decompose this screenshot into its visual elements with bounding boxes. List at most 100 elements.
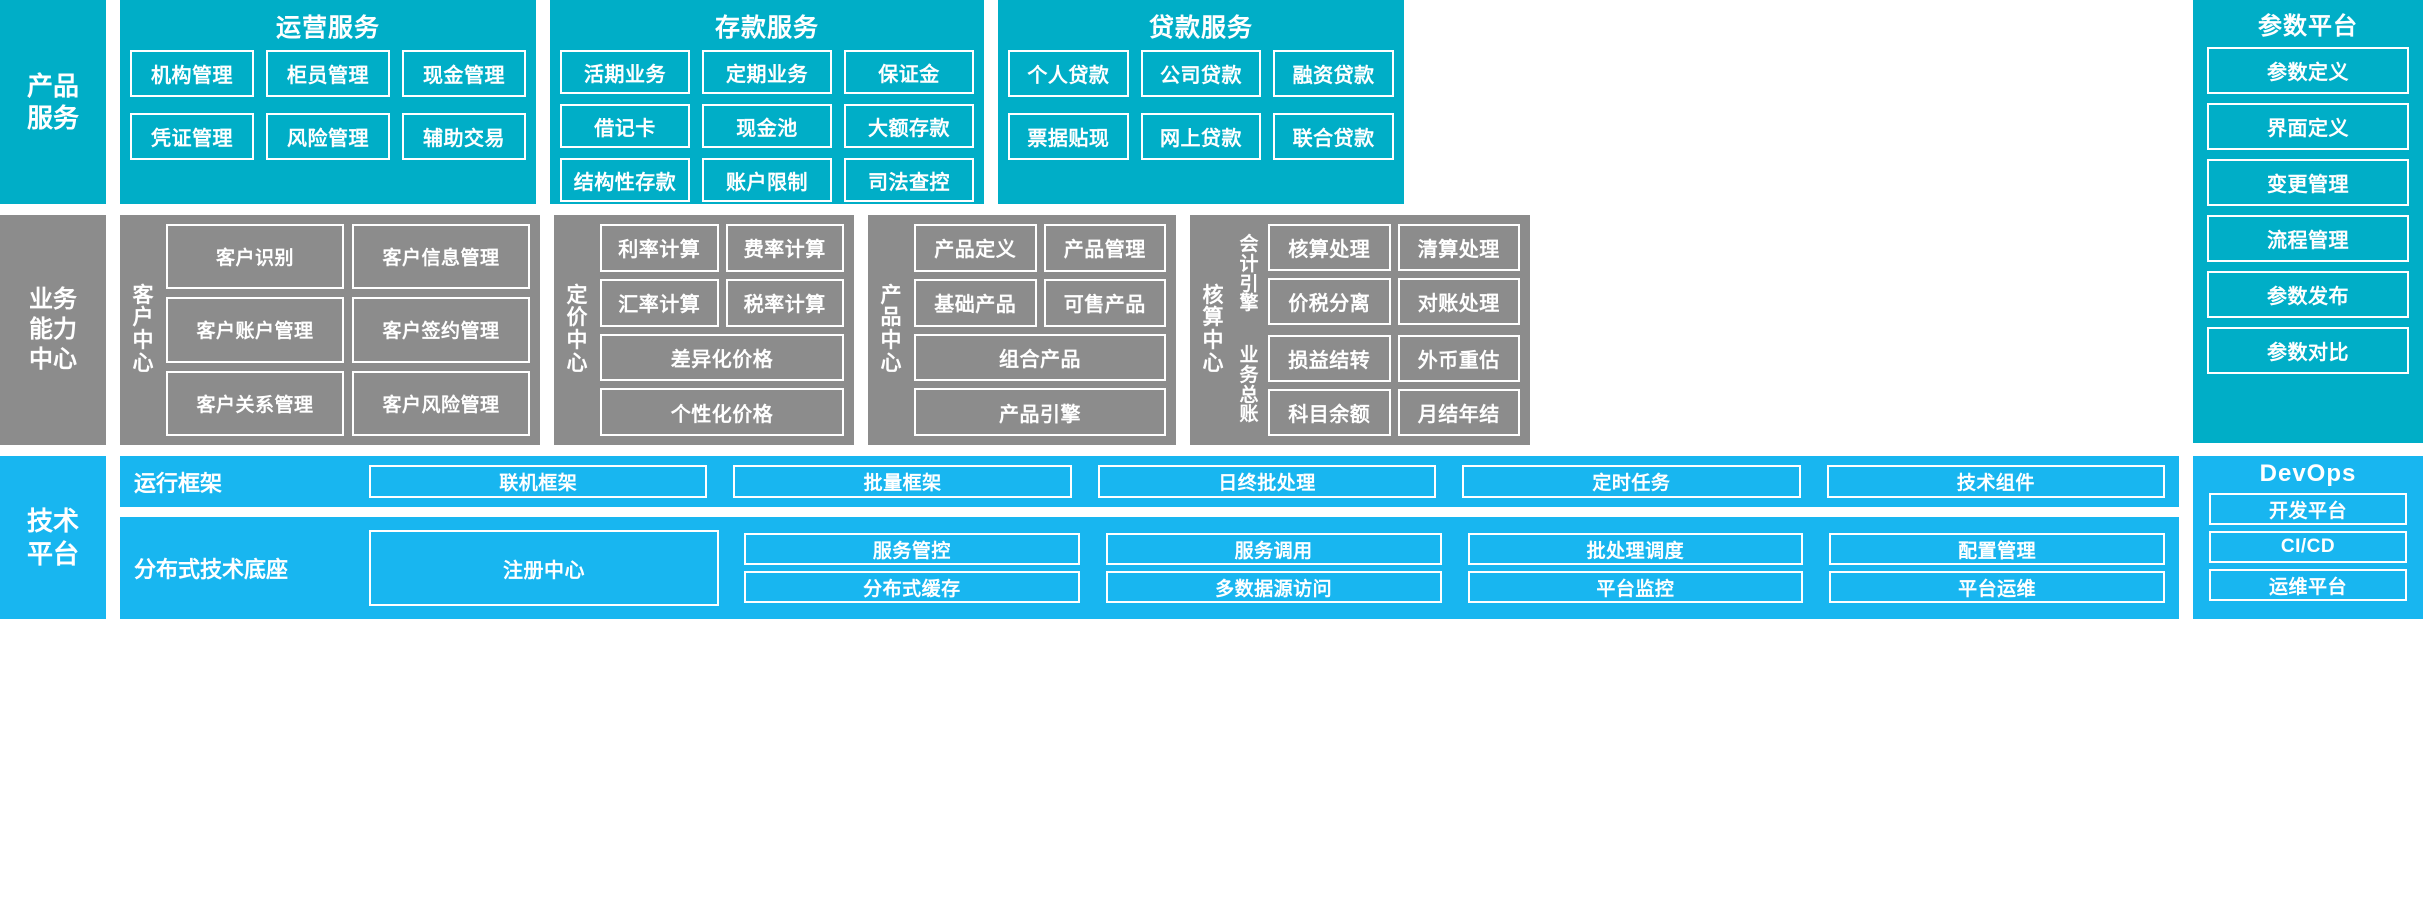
center-label-customer: 客户中心 xyxy=(132,283,154,375)
cell-foreign-currency-revaluation[interactable]: 外币重估 xyxy=(1397,335,1520,382)
devops-list: 开发平台 CI/CD 运维平台 xyxy=(2209,493,2407,601)
panel-parameter-platform: 参数平台 参数定义 界面定义 变更管理 流程管理 参数发布 参数对比 xyxy=(2193,0,2423,443)
panel-customer-center: 客户中心 客户识别 客户信息管理 客户账户管理 客户签约管理 客户关系管理 客户… xyxy=(120,215,540,445)
cell-account-balance[interactable]: 科目余额 xyxy=(1268,389,1391,436)
cell-process-management[interactable]: 流程管理 xyxy=(2207,215,2409,262)
cell-customer-identification[interactable]: 客户识别 xyxy=(166,224,344,290)
cell-end-of-day-batch[interactable]: 日终批处理 xyxy=(1097,465,1437,498)
cell-parameter-definition[interactable]: 参数定义 xyxy=(2207,47,2409,94)
cell-operations-platform[interactable]: 运维平台 xyxy=(2209,569,2407,601)
cell-syndicated-loan[interactable]: 联合贷款 xyxy=(1273,113,1394,160)
cell-time-deposit[interactable]: 定期业务 xyxy=(702,50,832,94)
cell-technical-component[interactable]: 技术组件 xyxy=(1826,465,2166,498)
cell-differentiated-pricing[interactable]: 差异化价格 xyxy=(600,333,844,382)
cell-cash-management[interactable]: 现金管理 xyxy=(402,50,526,97)
cell-parameter-publish[interactable]: 参数发布 xyxy=(2207,271,2409,318)
cell-margin-deposit[interactable]: 保证金 xyxy=(844,50,974,94)
cell-batch-framework[interactable]: 批量框架 xyxy=(733,465,1072,498)
cell-month-year-end-closing[interactable]: 月结年结 xyxy=(1397,389,1520,436)
cell-ci-cd[interactable]: CI/CD xyxy=(2209,531,2407,563)
cell-registry-center[interactable]: 注册中心 xyxy=(369,530,719,606)
cell-interest-rate-calculation[interactable]: 利率计算 xyxy=(600,224,719,272)
cell-tax-rate-calculation[interactable]: 税率计算 xyxy=(725,278,844,327)
cell-large-deposit[interactable]: 大额存款 xyxy=(844,104,974,148)
cell-customer-account-management[interactable]: 客户账户管理 xyxy=(166,297,344,363)
business-ledger-grid: 损益结转 外币重估 科目余额 月结年结 xyxy=(1268,335,1520,436)
cell-customer-relationship-management[interactable]: 客户关系管理 xyxy=(166,370,344,436)
accounting-subgroup-ledger: 业务总账 损益结转 外币重估 科目余额 月结年结 xyxy=(1236,335,1520,436)
panel-operation-services: 运营服务 机构管理 柜员管理 现金管理 凭证管理 风险管理 辅助交易 xyxy=(120,0,536,204)
cell-customer-contract-management[interactable]: 客户签约管理 xyxy=(352,297,530,363)
cell-personal-loan[interactable]: 个人贷款 xyxy=(1008,50,1129,97)
cell-service-invocation[interactable]: 服务调用 xyxy=(1105,533,1442,565)
cell-debit-card[interactable]: 借记卡 xyxy=(560,104,690,148)
cell-risk-management[interactable]: 风险管理 xyxy=(266,113,390,160)
cell-voucher-management[interactable]: 凭证管理 xyxy=(130,113,254,160)
cell-reconciliation-processing[interactable]: 对账处理 xyxy=(1397,278,1520,325)
cell-multi-datasource-access[interactable]: 多数据源访问 xyxy=(1105,571,1442,603)
cell-profit-loss-carryover[interactable]: 损益结转 xyxy=(1268,335,1391,382)
cell-interface-definition[interactable]: 界面定义 xyxy=(2207,103,2409,150)
cell-distributed-cache[interactable]: 分布式缓存 xyxy=(744,571,1080,603)
cell-customer-info-management[interactable]: 客户信息管理 xyxy=(352,224,530,290)
cell-online-framework[interactable]: 联机框架 xyxy=(369,465,708,498)
cell-cash-pool[interactable]: 现金池 xyxy=(702,104,832,148)
band-distributed-foundation: 分布式技术底座 注册中心 服务管控 服务调用 批处理调度 配置管理 分布式缓存 … xyxy=(120,517,2179,619)
cell-product-management[interactable]: 产品管理 xyxy=(1043,224,1166,272)
cell-fee-rate-calculation[interactable]: 费率计算 xyxy=(725,224,844,272)
parameter-platform-list: 参数定义 界面定义 变更管理 流程管理 参数发布 参数对比 xyxy=(2207,47,2409,374)
panel-devops: DevOps 开发平台 CI/CD 运维平台 xyxy=(2193,456,2423,619)
cell-judicial-control[interactable]: 司法查控 xyxy=(844,158,974,202)
panel-title-loan-services: 贷款服务 xyxy=(1148,14,1253,42)
accounting-engine-grid: 核算处理 清算处理 价税分离 对账处理 xyxy=(1268,224,1520,325)
cell-online-loan[interactable]: 网上贷款 xyxy=(1140,113,1262,160)
band-label-runtime-framework: 运行框架 xyxy=(134,470,223,496)
panel-title-devops: DevOps xyxy=(2259,460,2357,487)
cell-platform-operations[interactable]: 平台运维 xyxy=(1829,571,2165,603)
cell-org-management[interactable]: 机构管理 xyxy=(130,50,254,97)
cell-development-platform[interactable]: 开发平台 xyxy=(2209,493,2407,525)
cell-change-management[interactable]: 变更管理 xyxy=(2207,159,2409,206)
panel-title-parameter-platform: 参数平台 xyxy=(2258,13,2358,40)
loan-services-grid: 个人贷款 公司贷款 融资贷款 票据贴现 网上贷款 联合贷款 xyxy=(1008,50,1394,160)
cell-account-restriction[interactable]: 账户限制 xyxy=(702,158,832,202)
deposit-services-grid: 活期业务 定期业务 保证金 借记卡 现金池 大额存款 结构性存款 账户限制 司法… xyxy=(560,50,974,202)
center-label-product: 产品中心 xyxy=(880,283,902,375)
cell-product-engine[interactable]: 产品引擎 xyxy=(914,388,1166,436)
row-label-business-capability: 业务 能力 中心 xyxy=(0,215,106,445)
cell-personalized-pricing[interactable]: 个性化价格 xyxy=(600,388,844,436)
accounting-center-inner: 会计引擎 核算处理 清算处理 价税分离 对账处理 业务总账 损益结转 外币重估 … xyxy=(1236,224,1520,436)
band-runtime-framework: 运行框架 联机框架 批量框架 日终批处理 定时任务 技术组件 xyxy=(120,456,2179,507)
cell-corporate-loan[interactable]: 公司贷款 xyxy=(1140,50,1262,97)
cell-teller-management[interactable]: 柜员管理 xyxy=(266,50,390,97)
subgroup-label-business-ledger: 业务总账 xyxy=(1239,344,1259,426)
cell-scheduled-task[interactable]: 定时任务 xyxy=(1462,465,1801,498)
row-label-product-services: 产品 服务 xyxy=(0,0,106,204)
cell-configuration-management[interactable]: 配置管理 xyxy=(1829,533,2165,565)
cell-price-tax-separation[interactable]: 价税分离 xyxy=(1268,278,1391,325)
cell-batch-scheduling[interactable]: 批处理调度 xyxy=(1467,533,1804,565)
cell-demand-deposit[interactable]: 活期业务 xyxy=(560,50,690,94)
cell-exchange-rate-calculation[interactable]: 汇率计算 xyxy=(600,278,719,327)
cell-financing-loan[interactable]: 融资贷款 xyxy=(1273,50,1394,97)
operation-services-grid: 机构管理 柜员管理 现金管理 凭证管理 风险管理 辅助交易 xyxy=(130,50,526,160)
cell-base-product[interactable]: 基础产品 xyxy=(914,278,1037,327)
distributed-foundation-grid: 服务管控 服务调用 批处理调度 配置管理 分布式缓存 多数据源访问 平台监控 平… xyxy=(744,533,2165,603)
cell-parameter-compare[interactable]: 参数对比 xyxy=(2207,327,2409,374)
cell-platform-monitoring[interactable]: 平台监控 xyxy=(1467,571,1804,603)
cell-accounting-processing[interactable]: 核算处理 xyxy=(1268,224,1391,271)
panel-loan-services: 贷款服务 个人贷款 公司贷款 融资贷款 票据贴现 网上贷款 联合贷款 xyxy=(998,0,1404,204)
cell-service-governance[interactable]: 服务管控 xyxy=(744,533,1080,565)
technology-stack: 运行框架 联机框架 批量框架 日终批处理 定时任务 技术组件 分布式技术底座 注… xyxy=(120,456,2179,619)
cell-structured-deposit[interactable]: 结构性存款 xyxy=(560,158,690,202)
cell-settlement-processing[interactable]: 清算处理 xyxy=(1397,224,1520,271)
cell-bundled-product[interactable]: 组合产品 xyxy=(914,333,1166,382)
accounting-subgroup-engine: 会计引擎 核算处理 清算处理 价税分离 对账处理 xyxy=(1236,224,1520,325)
cell-product-definition[interactable]: 产品定义 xyxy=(914,224,1037,272)
center-label-accounting: 核算中心 xyxy=(1202,283,1224,375)
cell-auxiliary-transaction[interactable]: 辅助交易 xyxy=(402,113,526,160)
cell-bill-discount[interactable]: 票据贴现 xyxy=(1008,113,1129,160)
product-center-grid: 产品定义 产品管理 基础产品 可售产品 组合产品 产品引擎 xyxy=(914,224,1166,436)
cell-customer-risk-management[interactable]: 客户风险管理 xyxy=(352,370,530,436)
cell-sellable-product[interactable]: 可售产品 xyxy=(1043,278,1166,327)
